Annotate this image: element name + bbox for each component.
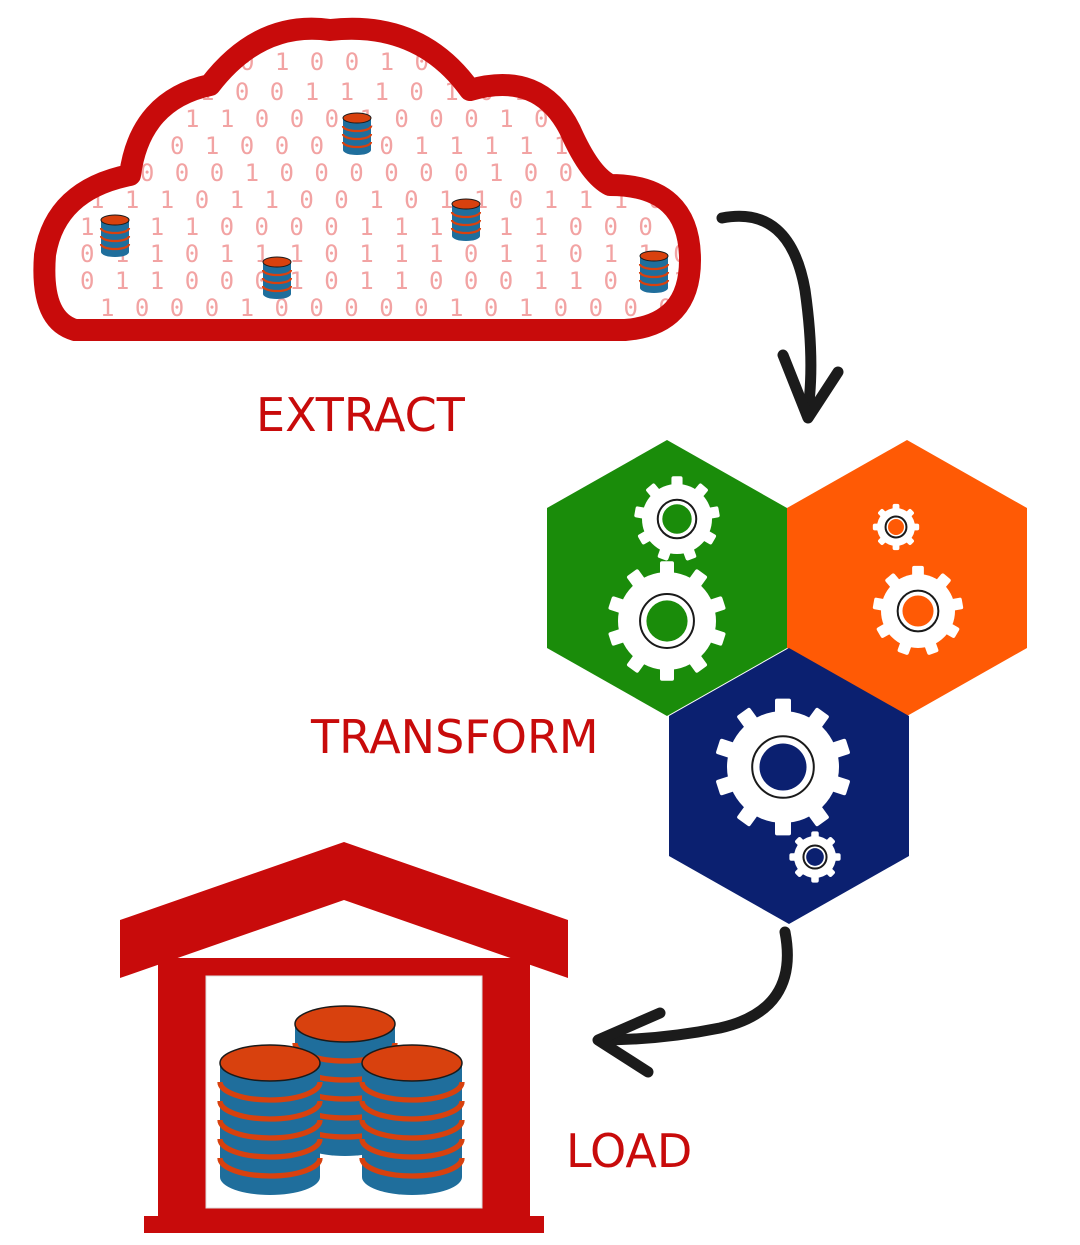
- transform-label: TRANSFORM: [311, 710, 599, 764]
- cloud-icon: [33, 17, 701, 341]
- binary-digit-row: 1 1 0 0 0 1 0 0 0 1 0 1 1 1 1 0: [185, 105, 726, 133]
- binary-digit-row: 0 1 1 0 0 0 1 0 1 1 0 0 0 1 1 0 0 1 1: [80, 267, 726, 295]
- database-icon: [261, 256, 293, 300]
- gear-group: [608, 476, 964, 883]
- binary-digit-row: 1 1 1 0 1 1 0 0 1 0 1 1 0 1 1 1 0 1: [90, 186, 701, 214]
- database-icon: [341, 112, 373, 156]
- curved-arrow-icon: [592, 926, 793, 1078]
- transform-hexagons: [547, 440, 1027, 924]
- database-icon: [359, 1044, 465, 1195]
- extract-cloud: 0 1 0 0 1 0 1 0 0 0 1 1 01 0 0 1 1 1 0 1…: [33, 17, 746, 341]
- database-icon: [450, 198, 482, 242]
- load-label: LOAD: [566, 1124, 693, 1178]
- gear-icon: [872, 503, 920, 551]
- binary-digit-row: 0 1 0 0 0 1 0 1 1 1 1 1 1 1 1 1 1: [170, 132, 746, 160]
- extract-label: EXTRACT: [256, 388, 465, 442]
- warehouse-icon: [120, 842, 568, 1233]
- gear-icon: [872, 565, 964, 655]
- curved-arrow-icon: [716, 210, 844, 424]
- database-icon: [99, 214, 131, 258]
- gear-icon: [789, 831, 841, 883]
- gear-icon: [634, 476, 720, 561]
- binary-digit-row: 0 1 1 0 1 1 1 0 1 1 1 0 1 1 0 1 1 0 1: [80, 240, 726, 268]
- binary-digit-row: 1 0 1 1 0 0 0 0 1 1 1 0 1 1 0 0 0 0 1: [80, 213, 726, 241]
- gear-icon: [716, 698, 850, 836]
- cloud-database-group: [99, 112, 670, 300]
- database-icon: [638, 250, 670, 294]
- binary-digit-row: 1 0 0 0 1 0 0 0 0 0 1 0 1 0 0 0 0 0 1: [100, 294, 746, 322]
- warehouse-database-stack: [217, 1005, 465, 1195]
- database-icon: [217, 1044, 323, 1195]
- gear-icon: [608, 561, 726, 681]
